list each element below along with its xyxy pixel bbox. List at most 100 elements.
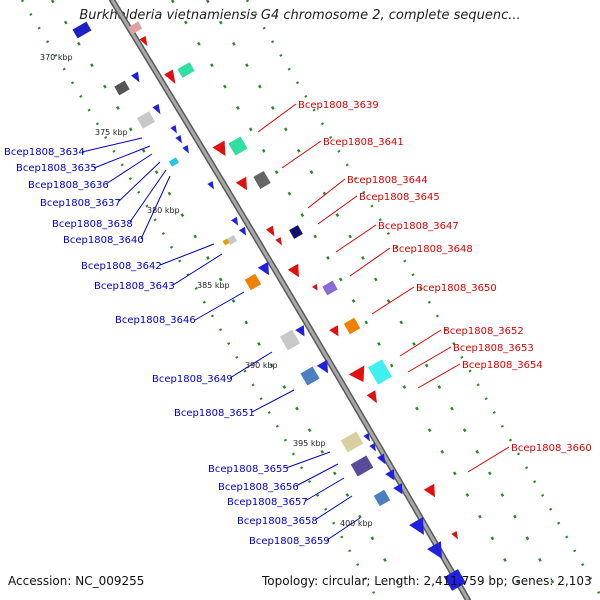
- label-leader-line: [281, 140, 322, 169]
- gene-label-3646[interactable]: Bcep1808_3646: [115, 315, 196, 326]
- gene-label-3659[interactable]: Bcep1808_3659: [249, 536, 330, 547]
- gene-label-3634[interactable]: Bcep1808_3634: [4, 147, 85, 158]
- gene-feature-shape[interactable]: [366, 390, 382, 405]
- gene-feature-shape[interactable]: [300, 366, 320, 386]
- label-leader-line: [371, 286, 415, 315]
- gene-label-3640[interactable]: Bcep1808_3640: [63, 235, 144, 246]
- gene-feature-shape[interactable]: [207, 181, 216, 191]
- gene-label-3639[interactable]: Bcep1808_3639: [298, 100, 379, 111]
- label-leader-line: [307, 178, 346, 209]
- accession-label: Accession: NC_009255: [8, 574, 145, 588]
- gene-label-3642[interactable]: Bcep1808_3642: [81, 261, 162, 272]
- gene-feature-shape[interactable]: [279, 329, 301, 351]
- gene-feature-shape[interactable]: [139, 35, 150, 48]
- gene-label-3635[interactable]: Bcep1808_3635: [16, 163, 97, 174]
- gene-feature-shape[interactable]: [182, 145, 191, 155]
- gene-feature-shape[interactable]: [253, 170, 271, 190]
- gene-feature-shape[interactable]: [238, 226, 249, 237]
- label-leader-line: [285, 451, 331, 469]
- label-leader-line: [399, 329, 442, 357]
- gene-feature-shape[interactable]: [72, 21, 92, 39]
- gene-feature-shape[interactable]: [175, 135, 184, 145]
- gene-label-3647[interactable]: Bcep1808_3647: [378, 221, 459, 232]
- gene-label-3645[interactable]: Bcep1808_3645: [359, 192, 440, 203]
- gene-feature-shape[interactable]: [230, 216, 241, 227]
- gene-feature-shape[interactable]: [316, 359, 333, 376]
- gene-label-3638[interactable]: Bcep1808_3638: [52, 219, 133, 230]
- gene-label-3643[interactable]: Bcep1808_3643: [94, 281, 175, 292]
- label-leader-line: [81, 137, 143, 153]
- label-leader-line: [304, 477, 345, 502]
- gene-feature-shape[interactable]: [114, 80, 130, 96]
- gene-feature-shape[interactable]: [350, 455, 374, 477]
- gene-feature-shape[interactable]: [131, 71, 143, 85]
- label-leader-line: [314, 495, 353, 521]
- label-leader-line: [295, 463, 339, 487]
- gene-feature-shape[interactable]: [257, 261, 274, 278]
- gene-feature-shape[interactable]: [289, 225, 303, 239]
- label-leader-line: [257, 103, 297, 133]
- gene-feature-shape[interactable]: [423, 483, 440, 500]
- gene-feature-shape[interactable]: [368, 359, 392, 385]
- gene-label-3655[interactable]: Bcep1808_3655: [208, 464, 289, 475]
- label-leader-line: [407, 346, 452, 373]
- gene-feature-shape[interactable]: [369, 443, 378, 453]
- label-leader-line: [417, 363, 461, 389]
- gene-feature-shape[interactable]: [329, 325, 343, 339]
- gene-label-3641[interactable]: Bcep1808_3641: [323, 137, 404, 148]
- gene-feature-shape[interactable]: [235, 176, 252, 193]
- label-leader-line: [194, 291, 245, 321]
- gene-label-3650[interactable]: Bcep1808_3650: [416, 283, 497, 294]
- gene-feature-shape[interactable]: [322, 280, 338, 296]
- gene-feature-shape[interactable]: [377, 453, 389, 467]
- gene-feature-shape[interactable]: [287, 263, 304, 280]
- topology-label: Topology: circular; Length: 2,411,759 bp…: [262, 574, 592, 588]
- gene-feature-shape[interactable]: [222, 238, 230, 246]
- gene-feature-shape[interactable]: [348, 365, 372, 386]
- gene-feature-shape[interactable]: [169, 157, 179, 167]
- scale-label-370: 370 kbp: [40, 53, 73, 62]
- gene-label-3644[interactable]: Bcep1808_3644: [347, 175, 428, 186]
- label-leader-line: [229, 351, 273, 379]
- gene-label-3652[interactable]: Bcep1808_3652: [443, 326, 524, 337]
- gene-label-3657[interactable]: Bcep1808_3657: [227, 497, 308, 508]
- gene-label-3649[interactable]: Bcep1808_3649: [152, 374, 233, 385]
- gene-label-3654[interactable]: Bcep1808_3654: [462, 360, 543, 371]
- gene-feature-shape[interactable]: [409, 517, 431, 539]
- gene-feature-shape[interactable]: [226, 234, 238, 246]
- gene-label-3653[interactable]: Bcep1808_3653: [453, 343, 534, 354]
- gene-feature-shape[interactable]: [244, 273, 262, 291]
- gene-feature-shape[interactable]: [444, 569, 466, 591]
- gene-label-3651[interactable]: Bcep1808_3651: [174, 408, 255, 419]
- label-leaders: [81, 103, 510, 541]
- gene-feature-shape[interactable]: [295, 325, 309, 339]
- gene-label-3660[interactable]: Bcep1808_3660: [511, 443, 592, 454]
- gene-feature-shape[interactable]: [275, 237, 284, 247]
- gene-feature-shape[interactable]: [212, 140, 231, 159]
- scale-label-400: 400 kbp: [340, 519, 373, 528]
- gene-feature-shape[interactable]: [311, 283, 320, 292]
- gene-feature-shape[interactable]: [164, 69, 180, 86]
- gene-feature-shape[interactable]: [393, 483, 407, 497]
- gene-feature-shape[interactable]: [177, 62, 195, 78]
- gene-feature-shape[interactable]: [340, 431, 364, 453]
- gene-feature-shape[interactable]: [343, 317, 361, 335]
- gene-feature-shape[interactable]: [266, 225, 278, 239]
- gene-feature-shape[interactable]: [373, 489, 391, 507]
- gene-label-3637[interactable]: Bcep1808_3637: [40, 198, 121, 209]
- gene-feature-shape[interactable]: [136, 111, 156, 129]
- gene-feature-shape[interactable]: [127, 21, 143, 35]
- gene-feature-shape[interactable]: [228, 136, 248, 156]
- gene-feature-shape[interactable]: [451, 531, 460, 541]
- gene-label-3656[interactable]: Bcep1808_3656: [218, 482, 299, 493]
- gene-feature-shape[interactable]: [170, 125, 179, 135]
- gene-feature-shape[interactable]: [427, 541, 449, 563]
- gene-feature-shape[interactable]: [152, 103, 163, 116]
- gene-label-3658[interactable]: Bcep1808_3658: [237, 516, 318, 527]
- gene-label-3648[interactable]: Bcep1808_3648: [392, 244, 473, 255]
- gene-label-3636[interactable]: Bcep1808_3636: [28, 180, 109, 191]
- gene-feature-shape[interactable]: [363, 433, 372, 443]
- gene-feature-shape[interactable]: [385, 469, 399, 483]
